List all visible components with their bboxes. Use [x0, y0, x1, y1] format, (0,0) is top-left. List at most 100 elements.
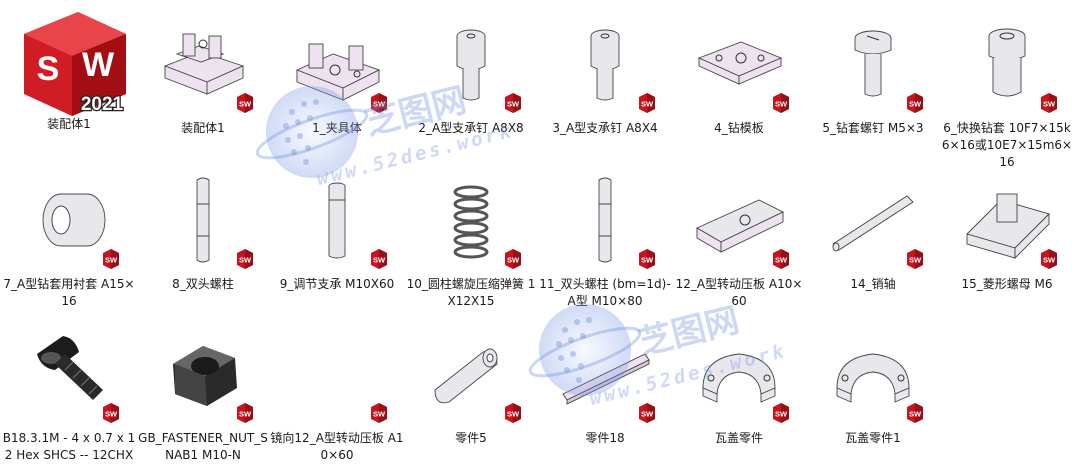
file-item[interactable]: SW 零件5 — [404, 316, 538, 450]
solidworks-badge-icon: SW — [1039, 92, 1059, 114]
svg-text:SW: SW — [239, 256, 252, 265]
support-pin-icon — [421, 14, 521, 114]
drill-plate-icon — [689, 14, 789, 114]
solidworks-badge-icon: SW — [771, 248, 791, 270]
file-name: 瓦盖零件1 — [845, 431, 901, 445]
file-name: 15_菱形螺母 M6 — [961, 277, 1053, 291]
file-name: 5_钻套螺钉 M5×3 — [822, 121, 924, 135]
solidworks-badge-icon: SW — [369, 248, 389, 270]
file-name: 零件18 — [585, 431, 625, 445]
file-name: 瓦盖零件 — [714, 431, 763, 445]
svg-text:SW: SW — [507, 410, 520, 419]
support-pin-icon — [555, 14, 655, 114]
file-item[interactable]: SW 3_A型支承钉 A8X4 — [538, 6, 672, 140]
svg-text:W: W — [82, 46, 115, 84]
file-name: 3_A型支承钉 A8X4 — [552, 121, 658, 135]
solidworks-badge-icon: SW — [637, 92, 657, 114]
svg-text:2021: 2021 — [81, 94, 124, 115]
file-item[interactable]: SW GB_FASTENER_NUT_SNAB1 M10-N — [136, 316, 270, 462]
solidworks-badge-icon: SW — [1039, 248, 1059, 270]
svg-text:SW: SW — [373, 410, 386, 419]
file-item[interactable]: SW 零件18 — [538, 316, 672, 450]
file-name: B18.3.1M - 4 x 0.7 x 12 Hex SHCS -- 12CH… — [2, 431, 136, 462]
diamond-nut-icon — [957, 170, 1057, 270]
file-name: 装配体1 — [47, 117, 91, 131]
file-item[interactable]: SW 瓦盖零件 — [672, 316, 806, 450]
file-item[interactable]: SW 14_销轴 — [806, 162, 940, 296]
file-item[interactable]: SW 15_菱形螺母 M6 — [940, 162, 1074, 296]
file-item[interactable]: SW 12_A型转动压板 A10×60 — [672, 162, 806, 308]
svg-text:SW: SW — [641, 410, 654, 419]
hex-nut-icon — [153, 324, 253, 424]
stud-icon — [555, 170, 655, 270]
file-name: 14_销轴 — [850, 277, 896, 291]
file-item[interactable]: SW 7_A型钻套用衬套 A15×16 — [2, 162, 136, 308]
liner-sleeve-icon — [19, 170, 119, 270]
fixture-body-icon — [287, 14, 387, 114]
svg-text:SW: SW — [909, 100, 922, 109]
drill-bushing-icon — [957, 14, 1057, 114]
screw-icon — [823, 14, 923, 114]
svg-text:SW: SW — [775, 100, 788, 109]
solidworks-badge-icon: SW — [503, 92, 523, 114]
svg-text:SW: SW — [641, 256, 654, 265]
file-item[interactable]: SW 5_钻套螺钉 M5×3 — [806, 6, 940, 140]
cylinder-icon — [421, 324, 521, 424]
bearing-cap-icon — [823, 324, 923, 424]
solidworks-badge-icon: SW — [637, 248, 657, 270]
solidworks-badge-icon: SW — [235, 402, 255, 424]
solidworks-badge-icon: SW — [101, 248, 121, 270]
file-name: 12_A型转动压板 A10×60 — [675, 277, 803, 308]
file-name: 10_圆柱螺旋压缩弹簧 1X12X15 — [406, 277, 536, 308]
clamp-plate-icon — [689, 170, 789, 270]
spring-icon — [421, 170, 521, 270]
svg-text:SW: SW — [373, 256, 386, 265]
stud-icon — [153, 170, 253, 270]
solidworks-badge-icon: SW — [235, 248, 255, 270]
file-item[interactable]: SW 4_钻模板 — [672, 6, 806, 140]
svg-text:SW: SW — [105, 410, 118, 419]
svg-text:SW: SW — [507, 256, 520, 265]
solidworks-badge-icon: SW — [771, 402, 791, 424]
solidworks-badge-icon: SW — [101, 402, 121, 424]
file-name: 4_钻模板 — [714, 121, 764, 135]
file-name: 零件5 — [455, 431, 487, 445]
svg-text:SW: SW — [239, 410, 252, 419]
svg-text:SW: SW — [105, 256, 118, 265]
solidworks-badge-icon: SW — [637, 402, 657, 424]
assembly-fixture-icon — [153, 14, 253, 114]
svg-text:SW: SW — [239, 100, 252, 109]
file-name: GB_FASTENER_NUT_SNAB1 M10-N — [138, 431, 268, 462]
file-item[interactable]: SW 装配体1 — [136, 6, 270, 140]
svg-text:SW: SW — [909, 410, 922, 419]
svg-text:SW: SW — [373, 100, 386, 109]
file-item[interactable]: SW 瓦盖零件1 — [806, 316, 940, 450]
svg-text:S: S — [37, 50, 60, 88]
file-name: 装配体1 — [181, 121, 225, 135]
file-item[interactable]: SW 8_双头螺柱 — [136, 162, 270, 296]
svg-text:SW: SW — [641, 100, 654, 109]
svg-text:SW: SW — [775, 410, 788, 419]
solidworks-badge-icon: SW — [905, 248, 925, 270]
solidworks-badge-icon: SW — [369, 92, 389, 114]
svg-text:SW: SW — [909, 256, 922, 265]
svg-text:SW: SW — [1043, 100, 1056, 109]
file-name: 8_双头螺柱 — [172, 277, 234, 291]
file-item[interactable]: SW 9_调节支承 M10X60 — [270, 162, 404, 296]
file-item[interactable]: SW B18.3.1M - 4 x 0.7 x 12 Hex SHCS -- 12… — [2, 316, 136, 462]
file-item[interactable]: SW 10_圆柱螺旋压缩弹簧 1X12X15 — [404, 162, 538, 308]
socket-cap-screw-icon — [19, 324, 119, 424]
bearing-cap-icon — [689, 324, 789, 424]
file-name: 9_调节支承 M10X60 — [279, 277, 395, 291]
solidworks-badge-icon: SW — [369, 402, 389, 424]
adjust-support-icon — [287, 170, 387, 270]
file-name: 7_A型钻套用衬套 A15×16 — [3, 277, 135, 308]
svg-text:SW: SW — [507, 100, 520, 109]
